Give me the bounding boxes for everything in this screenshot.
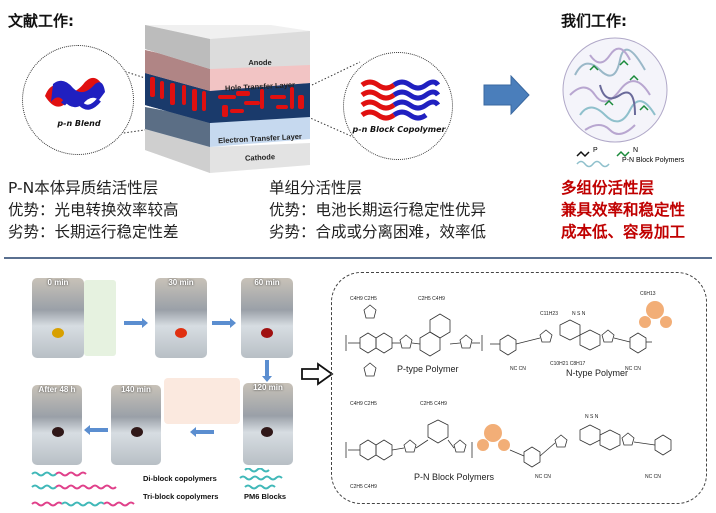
pn-blend-illustration bbox=[45, 77, 105, 110]
svg-text:C4H9 C2H5: C4H9 C2H5 bbox=[350, 296, 377, 302]
photo-140min: 140 min bbox=[111, 385, 161, 465]
arrow-left-icon bbox=[190, 427, 214, 437]
pn-block-highlight bbox=[477, 424, 510, 451]
bhj-advantage: 优势：光电转换效率较高 bbox=[8, 201, 179, 219]
svg-text:NC CN: NC CN bbox=[625, 366, 641, 372]
right-arrow-icon bbox=[483, 75, 530, 115]
svg-text:N S N: N S N bbox=[572, 311, 586, 317]
svg-text:NC CN: NC CN bbox=[645, 474, 661, 480]
svg-text:N S N: N S N bbox=[585, 414, 599, 420]
n-type-polymer-label: N-type Polymer bbox=[566, 368, 629, 378]
photo-after-48h: After 48 h bbox=[32, 385, 82, 465]
anode-label: Anode bbox=[248, 58, 272, 67]
chemical-structures: C4H9 C2H5 C2H5 C4H9 C11H23 N S N NC CN N… bbox=[345, 291, 672, 490]
svg-text:NC CN: NC CN bbox=[510, 366, 526, 372]
single-component-column: 单组分活性层 优势：电池长期运行稳定性优异 劣势：合成或分离困难，效率低 bbox=[269, 177, 486, 243]
svg-text:C2H5 C4H9: C2H5 C4H9 bbox=[418, 296, 445, 302]
device-stack bbox=[145, 25, 310, 173]
triblock-label: Tri-block copolymers bbox=[143, 492, 219, 501]
svg-text:C6H13: C6H13 bbox=[640, 291, 656, 297]
n-legend-icon bbox=[616, 150, 630, 158]
legend-n: N bbox=[633, 147, 639, 154]
diblock-label: Di-block copolymers bbox=[143, 474, 217, 483]
chemical-structure-pink bbox=[164, 378, 240, 424]
svg-text:C11H23: C11H23 bbox=[540, 311, 558, 317]
hollow-arrow-icon bbox=[301, 362, 334, 386]
multicomponent-sphere bbox=[562, 37, 668, 143]
svg-text:NC CN: NC CN bbox=[535, 474, 551, 480]
arrow-right-icon bbox=[124, 318, 148, 328]
multicomponent-column: 多组份活性层 兼具效率和稳定性 成本低、容易加工 bbox=[561, 177, 685, 243]
multi-title: 多组份活性层 bbox=[561, 179, 655, 197]
svg-text:C4H9 C2H5: C4H9 C2H5 bbox=[350, 401, 377, 407]
legend-icons bbox=[576, 150, 630, 168]
multi-benefit-2: 成本低、容易加工 bbox=[561, 223, 686, 241]
copolymer-chains bbox=[31, 468, 283, 507]
pn-block-copolymer-circle: p-n Block Copolymer bbox=[343, 52, 453, 160]
p-legend-icon bbox=[576, 150, 590, 158]
bhj-title: P-N本体异质结活性层 bbox=[8, 179, 159, 197]
p-type-ring bbox=[359, 332, 377, 354]
pn-blend-circle: p-n Blend bbox=[22, 45, 134, 155]
photo-120min: 120 min bbox=[243, 383, 293, 465]
bhj-disadvantage: 劣势：长期运行稳定性差 bbox=[8, 223, 179, 241]
active-layer-pattern bbox=[150, 77, 304, 117]
block-legend-icon bbox=[576, 160, 610, 168]
n-type-highlight bbox=[639, 301, 672, 328]
arrow-left-icon bbox=[84, 425, 108, 435]
photo-30min: 30 min bbox=[155, 278, 207, 358]
multi-benefit-1: 兼具效率和稳定性 bbox=[561, 201, 686, 219]
literature-work-title: 文献工作: bbox=[8, 12, 74, 30]
chemical-structure-green bbox=[84, 280, 116, 356]
pn-block-illustration bbox=[360, 79, 441, 121]
single-advantage: 优势：电池长期运行稳定性优异 bbox=[269, 201, 487, 219]
arrow-down-icon bbox=[262, 360, 272, 382]
polymer-structures-box bbox=[331, 272, 707, 504]
single-title: 单组分活性层 bbox=[269, 179, 363, 197]
single-disadvantage: 劣势：合成或分离困难，效率低 bbox=[269, 223, 487, 241]
section-divider bbox=[4, 257, 712, 259]
bulk-heterojunction-column: P-N本体异质结活性层 优势：光电转换效率较高 劣势：长期运行稳定性差 bbox=[8, 177, 179, 243]
pn-blend-label: p-n Blend bbox=[57, 119, 101, 128]
legend-block: P-N Block Polymers bbox=[622, 157, 685, 164]
photo-0min: 0 min bbox=[32, 278, 84, 358]
our-work-title: 我们工作: bbox=[561, 12, 627, 30]
svg-text:C2H5 C4H9: C2H5 C4H9 bbox=[420, 401, 447, 407]
pm6-blocks-label: PM6 Blocks bbox=[244, 492, 287, 501]
svg-text:C10H21 C8H17: C10H21 C8H17 bbox=[550, 361, 586, 367]
pn-block-copolymer-label: p-n Block Copolymer bbox=[352, 125, 446, 134]
legend-p: P bbox=[593, 147, 598, 154]
pn-block-polymers-label: P-N Block Polymers bbox=[414, 472, 495, 482]
photo-60min: 60 min bbox=[241, 278, 293, 358]
arrow-right-icon bbox=[212, 318, 236, 328]
svg-text:C2H5 C4H9: C2H5 C4H9 bbox=[350, 484, 377, 490]
p-type-polymer-label: P-type Polymer bbox=[397, 364, 459, 374]
